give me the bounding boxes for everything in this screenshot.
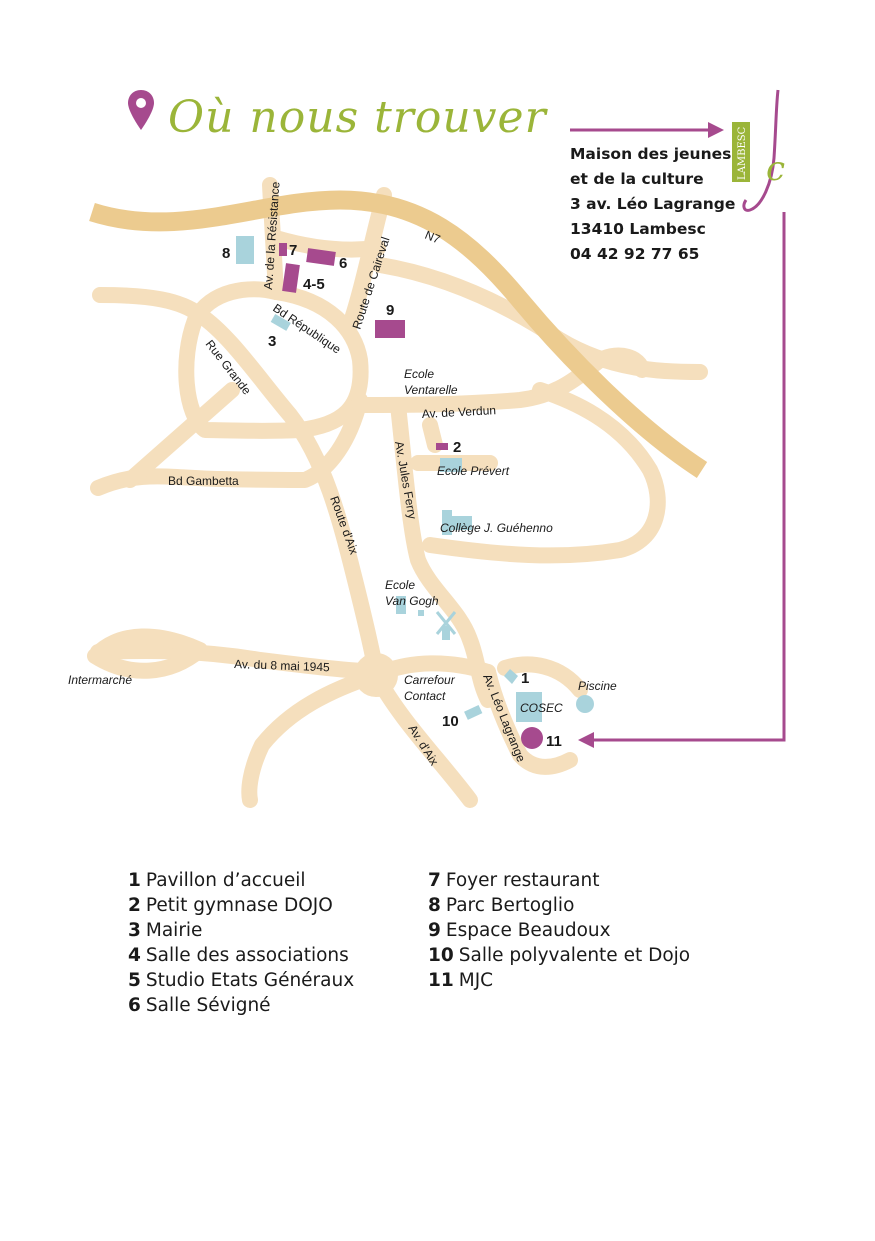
address-block: Maison des jeunes et de la culture 3 av.… [570,142,735,267]
building-ecole-prevert [440,458,462,472]
label-ecole-van-gogh-2: Van Gogh [385,594,439,608]
label-ecole-ventarelle-2: Ventarelle [404,383,458,397]
label-n7: N7 [423,228,443,247]
mjc-logo: LAMBESC c [732,89,794,212]
building-1 [504,669,518,684]
building-piscine [576,695,594,713]
building-6 [306,248,336,266]
building-8 [236,236,254,264]
label-carrefour-2: Contact [404,689,446,703]
marker-9: 9 [386,302,394,319]
address-city: 13410 Lambesc [570,220,706,238]
buildings [236,236,594,749]
label-carrefour-1: Carrefour [404,673,456,687]
page-title: Où nous trouver [168,92,547,143]
marker-3: 3 [268,333,276,350]
marker-2: 2 [453,439,461,456]
arrow-head-right [708,122,724,138]
road-network [87,177,708,808]
map-pin-icon [128,90,154,130]
marker-10: 10 [442,713,459,730]
building-10 [464,704,483,720]
address-phone: 04 42 92 77 65 [570,245,700,263]
label-piscine: Piscine [578,679,617,693]
arrow-head-left [578,732,594,748]
label-bd-gambetta: Bd Gambetta [168,474,239,488]
label-av-jules-ferry: Av. Jules Ferry [392,440,419,520]
building-11-mjc [521,727,543,749]
marker-1: 1 [521,670,529,687]
building-9 [375,320,405,338]
label-av-verdun: Av. de Verdun [421,403,496,421]
label-av-aix: Av. d'Aix [405,722,441,768]
label-ecole-van-gogh-1: Ecole [385,578,415,592]
address-line-1: Maison des jeunes [570,145,732,163]
label-ecole-ventarelle-1: Ecole [404,367,434,381]
label-ecole-prevert: Ecole Prévert [437,464,510,478]
building-college-b [452,516,472,530]
address-line-2: et de la culture [570,170,704,188]
direction-arrow [570,128,786,742]
building-3 [270,314,291,331]
building-2 [436,443,448,450]
building-cosec [516,692,542,722]
n7-highway [89,190,708,478]
marker-7: 7 [289,242,297,259]
building-4-5 [282,263,300,293]
building-van-gogh-b [418,610,424,616]
marker-8: 8 [222,245,230,262]
town-map: N7 Av. de la Résistance Route de Caireva… [68,122,786,808]
building-van-gogh-a [396,596,406,614]
building-7 [279,243,287,256]
label-intermarche: Intermarché [68,673,132,687]
label-av-8-mai: Av. du 8 mai 1945 [234,657,330,674]
marker-6: 6 [339,255,347,272]
windmill-icon [435,611,457,640]
svg-text:c: c [766,149,785,189]
marker-11: 11 [546,733,562,750]
logo-vertical-text: LAMBESC [737,126,748,180]
label-college: Collège J. Guéhenno [440,521,553,535]
building-college-a [442,510,452,535]
address-street: 3 av. Léo Lagrange [570,195,736,213]
label-cosec: COSEC [520,701,563,715]
marker-4-5: 4-5 [303,276,325,293]
